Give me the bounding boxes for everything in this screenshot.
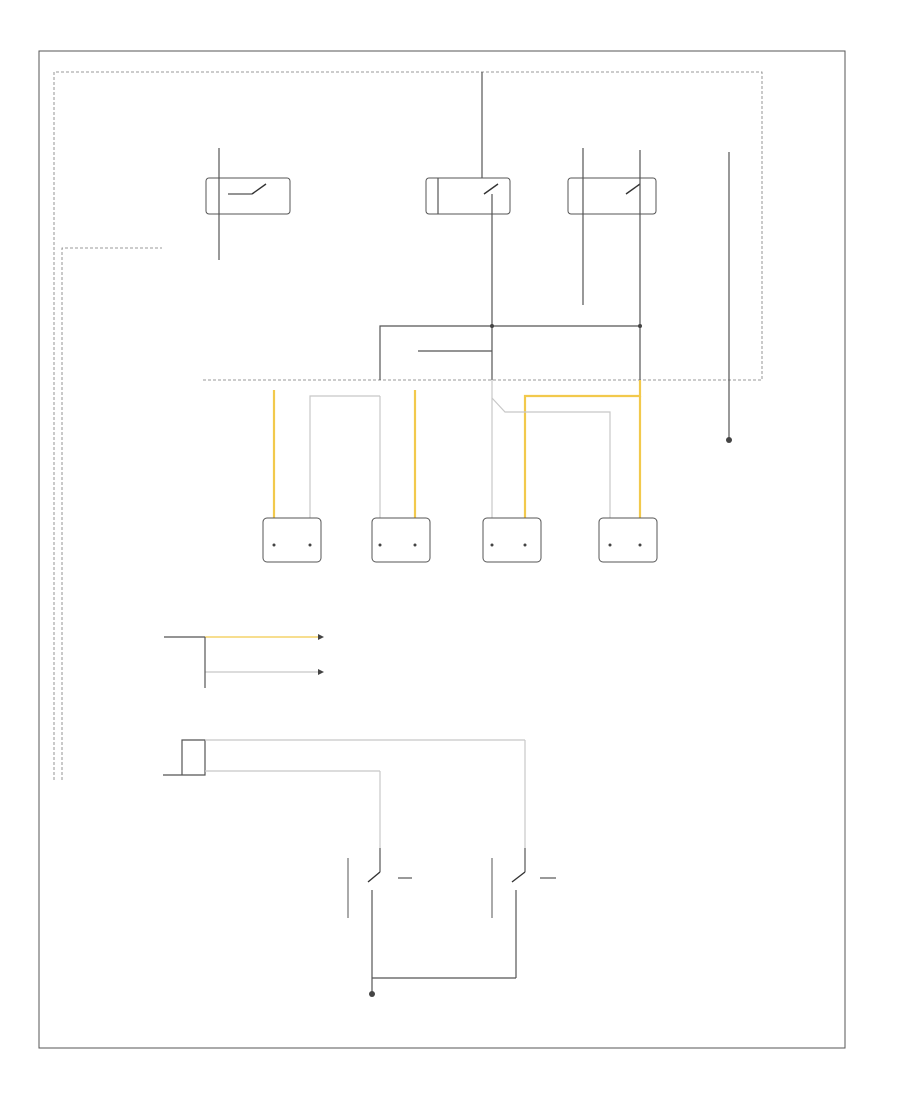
relay-2: [425, 177, 511, 380]
door-switch-1: [347, 848, 412, 978]
motor-4: [598, 517, 658, 563]
common-bus: [379, 324, 642, 380]
ground-bottom: [369, 977, 516, 997]
ground-right: [726, 380, 732, 443]
motor-3: [482, 517, 542, 563]
switch-wiring: [163, 739, 526, 848]
motor-2: [371, 517, 431, 563]
door-switch-2: [491, 848, 556, 978]
motor-harness: [272, 380, 642, 518]
unlock-signals: [164, 634, 324, 688]
motor-1: [262, 517, 322, 563]
relay-3: [567, 148, 657, 380]
body-control-module-outline: [53, 71, 763, 780]
diagram-frame: [38, 50, 846, 1049]
relay-1: [205, 148, 291, 260]
